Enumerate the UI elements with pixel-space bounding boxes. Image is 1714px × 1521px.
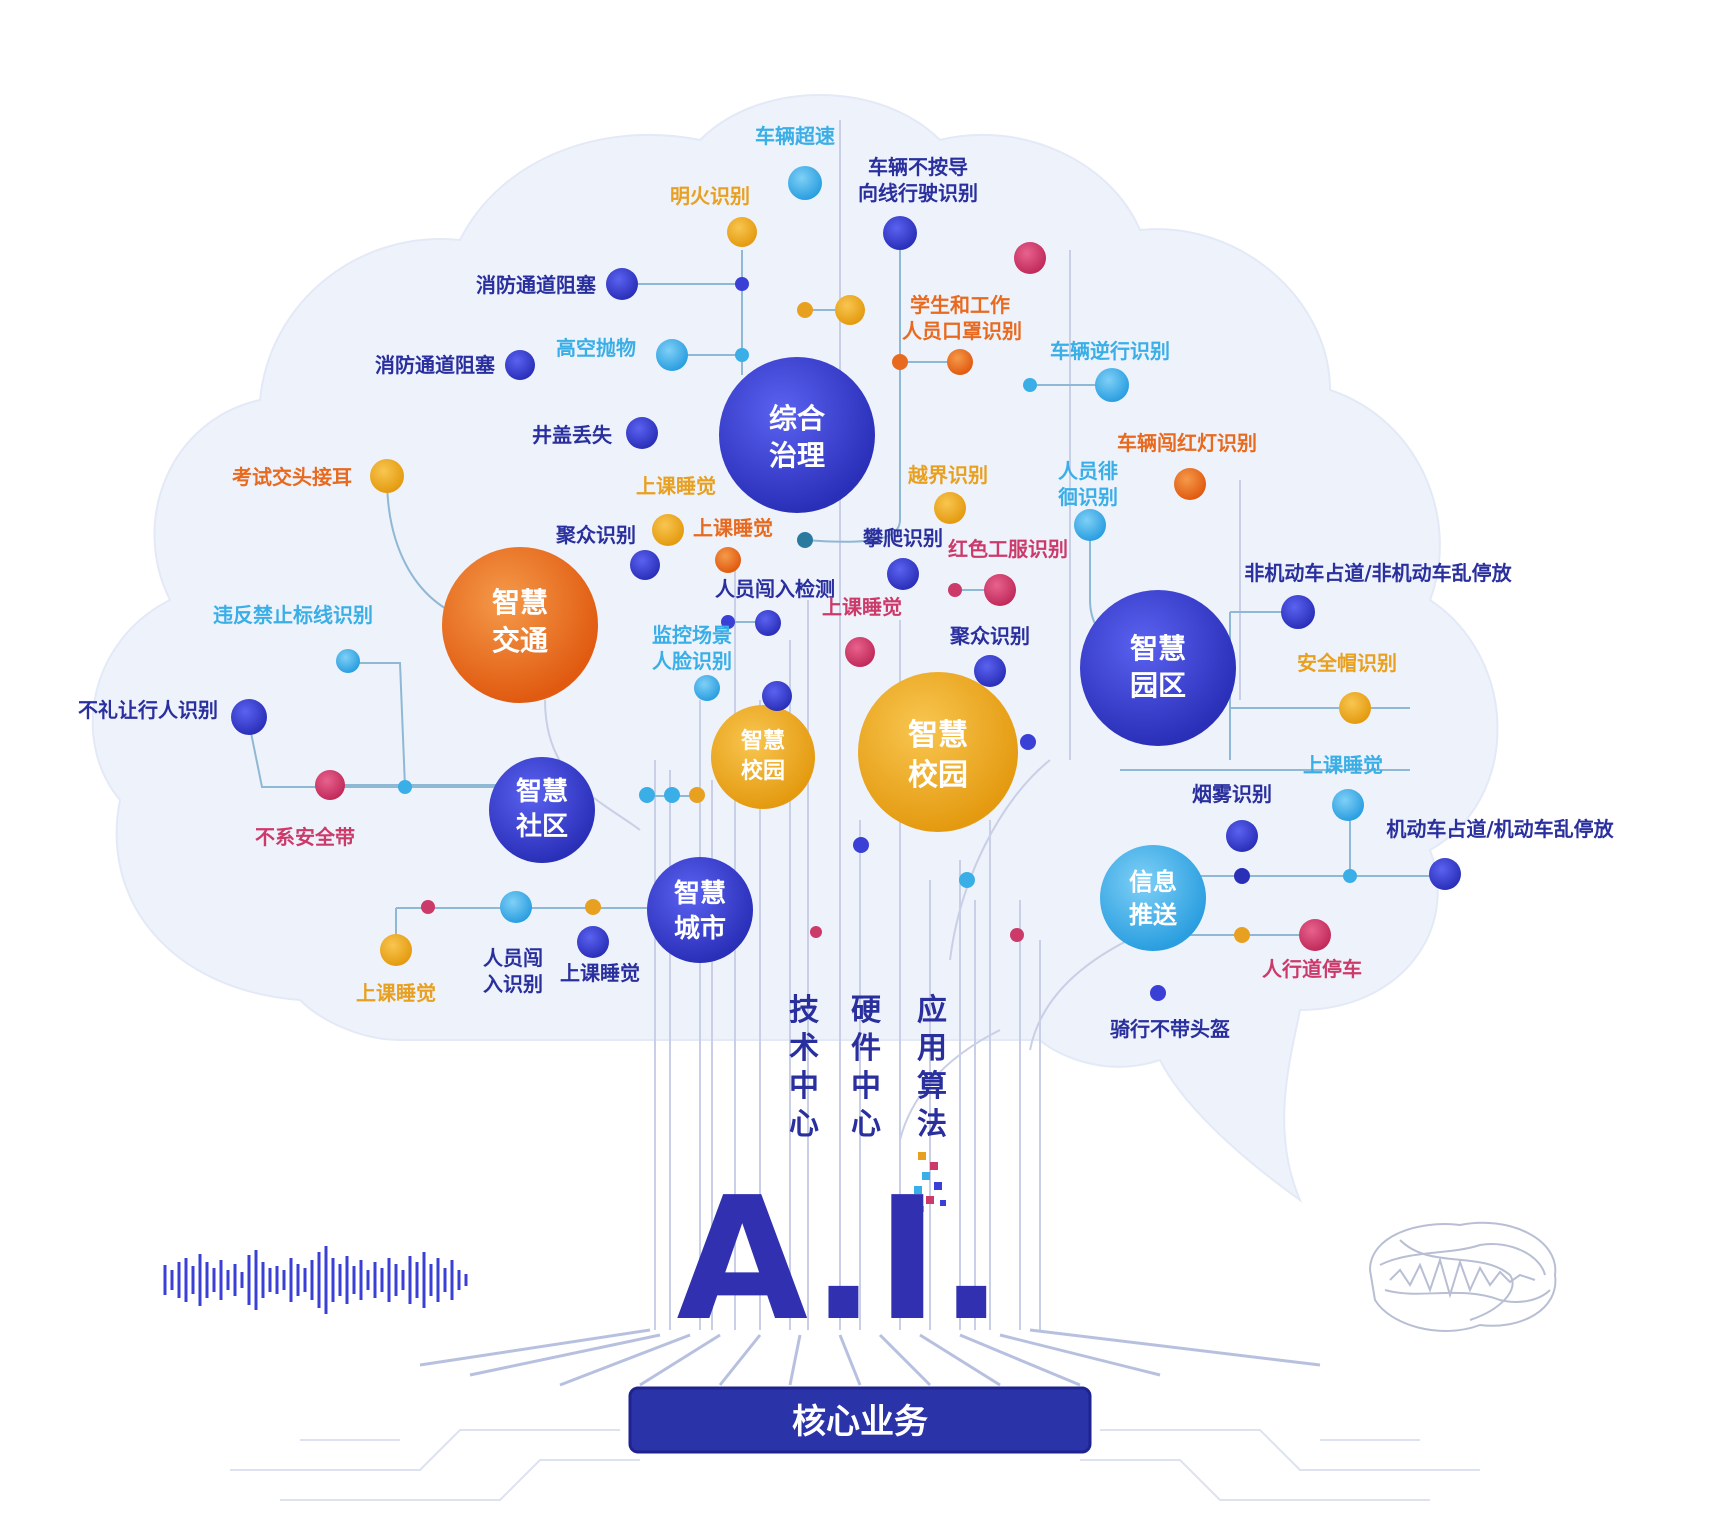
hub-zhihui-chengshi: 智慧 城市 bbox=[647, 857, 753, 963]
label-yanwu: 烟雾识别 bbox=[1192, 782, 1272, 806]
hub-jiaotong-line2: 交通 bbox=[492, 624, 548, 657]
leaf-dots bbox=[231, 166, 1461, 1001]
hub-yuanqu-line2: 园区 bbox=[1130, 669, 1186, 702]
label-nixing: 车辆逆行识别 bbox=[1050, 339, 1170, 363]
label-xuesheng-1: 学生和工作 bbox=[910, 293, 1010, 317]
label-xiaofang2: 消防通道阻塞 bbox=[375, 353, 496, 377]
label-xuesheng-2: 人员口罩识别 bbox=[902, 319, 1022, 343]
pillar-jishu-char-4: 心 bbox=[789, 1107, 819, 1142]
label-shangke3: 上课睡觉 bbox=[822, 595, 902, 619]
label-gaokong: 高空抛物 bbox=[556, 336, 636, 360]
hub-zhihui-yuanqu: 智慧 园区 bbox=[1080, 590, 1236, 746]
hub-shequ-line2: 社区 bbox=[516, 811, 568, 842]
leaf-labels: 车辆超速 车辆不按导 向线行驶识别 明火识别 消防通道阻塞 学生和工作 人员口罩… bbox=[78, 124, 1615, 1041]
label-jiankong-1: 监控场景 bbox=[652, 623, 732, 647]
label-buli: 不礼让行人识别 bbox=[78, 698, 218, 722]
label-shangke6: 上课睡觉 bbox=[356, 981, 436, 1005]
label-chesu: 车辆超速 bbox=[755, 124, 835, 148]
hub-zhihui-xiaoyuan-big: 智慧 校园 bbox=[858, 672, 1018, 832]
label-juzhong2: 聚众识别 bbox=[949, 624, 1030, 648]
label-chebu-2: 向线行驶识别 bbox=[858, 181, 978, 205]
hub-xinxi-tuisong: 信息 推送 bbox=[1100, 845, 1206, 951]
pillar-yingjian-char-4: 心 bbox=[851, 1107, 881, 1142]
sound-wave-icon bbox=[163, 1246, 468, 1314]
label-xiaofang1: 消防通道阻塞 bbox=[476, 273, 597, 297]
hub-yuanqu-line1: 智慧 bbox=[1130, 632, 1186, 665]
circuit-lines bbox=[544, 120, 1241, 1330]
pillar-jishu: 技 术 中 心 bbox=[789, 993, 819, 1142]
hub-chengshi-line2: 城市 bbox=[674, 913, 726, 944]
pillar-yingjian-char-1: 硬 bbox=[851, 993, 882, 1028]
label-feijidong: 非机动车占道/非机动车乱停放 bbox=[1244, 561, 1512, 585]
hub-zhihui-shequ: 智慧 社区 bbox=[489, 757, 595, 863]
label-hongse: 红色工服识别 bbox=[948, 537, 1068, 561]
label-chebu-1: 车辆不按导 bbox=[868, 155, 968, 179]
pillar-jishu-char-1: 技 bbox=[789, 993, 819, 1028]
label-chuanhong: 车辆闯红灯识别 bbox=[1117, 431, 1257, 455]
pixel-sparkle bbox=[914, 1152, 946, 1212]
label-shangke1: 上课睡觉 bbox=[636, 474, 716, 498]
pillar-yingjian: 硬 件 中 心 bbox=[851, 993, 882, 1142]
label-chuangru1: 人员闯入检测 bbox=[715, 577, 835, 601]
pillar-jishu-char-3: 中 bbox=[789, 1069, 819, 1104]
pillar-yingyong-char-1: 应 bbox=[917, 993, 947, 1028]
label-paihuai-1: 人员徘 bbox=[1058, 459, 1118, 483]
label-weifan: 违反禁止标线识别 bbox=[213, 603, 373, 627]
hub-zhihui-jiaotong: 智慧 交通 bbox=[442, 547, 598, 703]
base-fan-lines bbox=[419, 1328, 1321, 1387]
label-shangke5: 上课睡觉 bbox=[560, 961, 640, 985]
hub-xiaoyuan-small-line1: 智慧 bbox=[741, 728, 785, 754]
hub-zonghe-line2: 治理 bbox=[769, 439, 825, 472]
label-panpa: 攀爬识别 bbox=[862, 526, 943, 550]
hub-xiaoyuan-big-line1: 智慧 bbox=[908, 718, 968, 753]
label-renxing: 人行道停车 bbox=[1262, 957, 1362, 981]
hub-xiaoyuan-big-line2: 校园 bbox=[908, 758, 968, 793]
hub-xinxi-line1: 信息 bbox=[1129, 868, 1177, 896]
pillar-yingjian-char-2: 件 bbox=[851, 1031, 881, 1066]
label-jinggai: 井盖丢失 bbox=[532, 423, 613, 447]
label-chuangru2-1: 人员闯 bbox=[483, 946, 543, 970]
label-shangke2: 上课睡觉 bbox=[693, 516, 773, 540]
label-jiankong-2: 人脸识别 bbox=[652, 649, 732, 673]
core-business-banner: 核心业务 bbox=[628, 1386, 1092, 1454]
hub-xiaoyuan-small-line2: 校园 bbox=[741, 758, 785, 784]
bottom-circuit bbox=[230, 1429, 1480, 1501]
label-juzhong1: 聚众识别 bbox=[555, 523, 636, 547]
core-business-label: 核心业务 bbox=[792, 1402, 928, 1442]
pillar-yingyong-char-4: 法 bbox=[917, 1107, 947, 1142]
label-buxi: 不系安全带 bbox=[255, 825, 355, 849]
label-shangke4: 上课睡觉 bbox=[1303, 753, 1383, 777]
ai-logo: A.I. bbox=[676, 1161, 1003, 1359]
label-jidong: 机动车占道/机动车乱停放 bbox=[1386, 817, 1614, 841]
label-anquanmao: 安全帽识别 bbox=[1297, 651, 1397, 675]
label-qixing: 骑行不带头盔 bbox=[1110, 1017, 1230, 1041]
hub-xinxi-line2: 推送 bbox=[1129, 901, 1178, 929]
label-paihuai-2: 徊识别 bbox=[1058, 485, 1118, 509]
pillar-yingyong: 应 用 算 法 bbox=[917, 993, 947, 1142]
pillar-yingyong-char-3: 算 bbox=[917, 1069, 947, 1104]
hub-chengshi-line1: 智慧 bbox=[674, 879, 726, 909]
pillar-yingyong-char-2: 用 bbox=[917, 1031, 947, 1066]
label-yuejie: 越界识别 bbox=[907, 463, 988, 487]
hub-shequ-line1: 智慧 bbox=[516, 777, 568, 807]
hub-jiaotong-line1: 智慧 bbox=[492, 586, 548, 619]
pillar-jishu-char-2: 术 bbox=[789, 1031, 819, 1066]
hub-zonghe-zhili: 综合 治理 bbox=[719, 357, 875, 513]
hub-zonghe-line1: 综合 bbox=[769, 402, 826, 435]
label-minghuo: 明火识别 bbox=[670, 184, 750, 208]
brain-icon bbox=[1368, 1221, 1557, 1332]
label-chuangru2-2: 入识别 bbox=[483, 972, 543, 996]
hub-zhihui-xiaoyuan-small: 智慧 校园 bbox=[711, 705, 815, 809]
pillar-yingjian-char-3: 中 bbox=[851, 1069, 881, 1104]
label-kaoshi: 考试交头接耳 bbox=[232, 465, 352, 489]
